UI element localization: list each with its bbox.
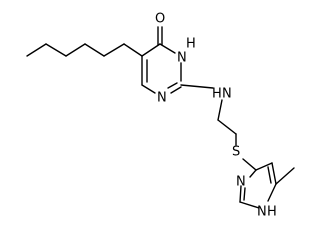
sulfur-label: S xyxy=(232,145,240,160)
ring-nh-h-label: H xyxy=(186,37,196,52)
atom-labels: O H N N H N S N N H xyxy=(155,12,277,220)
imidazole-nh-h-label: H xyxy=(267,205,277,220)
bond-hexyl-1 xyxy=(26,43,47,57)
bond-nh-ch2 xyxy=(217,99,223,121)
ring-n-label: N xyxy=(157,91,167,106)
bond-ch2-c4im xyxy=(255,162,273,171)
bond-c4im-c5im-b xyxy=(267,166,272,184)
bond-c2-n1-b xyxy=(167,82,178,89)
bond-c5im-methyl xyxy=(275,167,295,185)
imidazole-nh-n-label: N xyxy=(257,205,267,220)
bond-hexyl-6 xyxy=(123,43,143,57)
bond-c2im-n3-a xyxy=(239,185,242,203)
amine-h-label: H xyxy=(212,87,222,102)
bond-n1-c2im xyxy=(239,201,260,209)
bond-c2im-n3-b xyxy=(243,187,246,201)
bond-ch2-ch2 xyxy=(217,119,237,135)
ring-nh-n-label: N xyxy=(177,51,187,66)
bond-c5im-n1 xyxy=(267,183,277,202)
amine-n-label: N xyxy=(222,87,232,102)
bond-hexyl-2 xyxy=(45,43,67,57)
imidazole-n-label: N xyxy=(236,175,246,190)
bond-c5-c4 xyxy=(141,43,161,57)
bond-hexyl-5 xyxy=(103,43,125,57)
bond-c2-nh xyxy=(180,84,214,89)
bond-hexyl-3 xyxy=(65,43,86,57)
bond-c4im-c5im-a xyxy=(271,162,277,185)
bond-n3-c4im xyxy=(249,169,257,178)
bonds xyxy=(26,26,295,209)
bond-s-ch2 xyxy=(242,158,257,171)
bond-n1-c6 xyxy=(141,84,156,94)
oxygen-label: O xyxy=(155,12,165,27)
bond-hexyl-4 xyxy=(84,43,105,57)
bond-c2-n1-a xyxy=(170,86,182,94)
bond-c4-n3 xyxy=(159,43,176,54)
